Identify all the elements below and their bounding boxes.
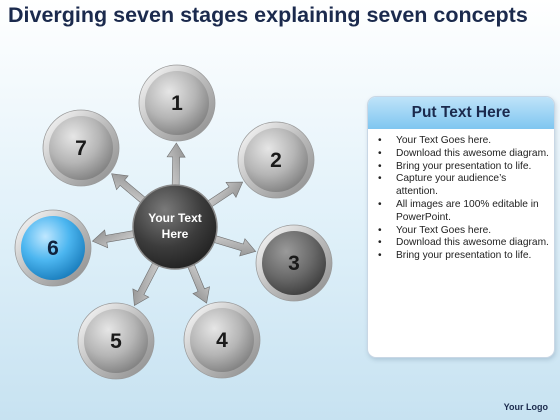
logo-text: Your Logo	[503, 402, 548, 412]
center-hub: Your Text Here	[132, 184, 218, 270]
stage-1-label: 1	[171, 92, 183, 115]
panel-bullet-item: Bring your presentation to life.	[378, 161, 550, 174]
panel-bullet-item: Your Text Goes here.	[378, 135, 550, 148]
stage-7-label: 7	[75, 137, 87, 160]
stage-node-4: 4	[183, 301, 261, 379]
panel-bullet-item: Bring your presentation to life.	[378, 250, 550, 263]
panel-bullet-list: Your Text Goes here.Download this awesom…	[378, 135, 550, 263]
text-panel: Put Text Here Your Text Goes here.Downlo…	[367, 96, 555, 358]
slide-title: Diverging seven stages explaining seven …	[8, 3, 528, 27]
panel-bullet-item: Download this awesome diagram.	[378, 237, 550, 250]
stage-node-3: 3	[255, 224, 333, 302]
stage-5-label: 5	[110, 330, 122, 353]
panel-bullet-item: All images are 100% editable in PowerPoi…	[378, 199, 550, 225]
panel-bullet-item: Capture your audience’s attention.	[378, 173, 550, 199]
stage-node-7: 7	[42, 109, 120, 187]
stage-node-2: 2	[237, 121, 315, 199]
arrow-to-stage-1	[166, 142, 186, 192]
stage-6-label: 6	[47, 237, 59, 260]
panel-header: Put Text Here	[368, 97, 554, 129]
stage-2-label: 2	[270, 149, 282, 172]
stage-4-label: 4	[216, 329, 228, 352]
center-text-line2: Here	[162, 227, 189, 241]
stage-node-6: 6	[14, 209, 92, 287]
panel-bullet-item: Download this awesome diagram.	[378, 148, 550, 161]
panel-bullet-item: Your Text Goes here.	[378, 225, 550, 238]
stage-3-label: 3	[288, 252, 300, 275]
stage-node-1: 1	[138, 64, 216, 142]
stage-node-5: 5	[77, 302, 155, 380]
center-text-line1: Your Text	[148, 211, 202, 225]
